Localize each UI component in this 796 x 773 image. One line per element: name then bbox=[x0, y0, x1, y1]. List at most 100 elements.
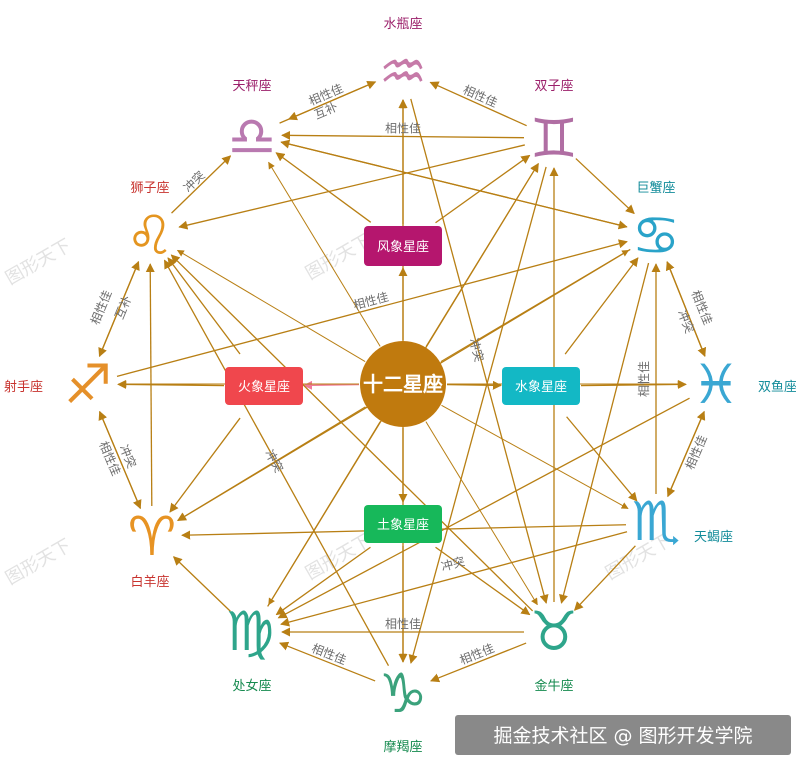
gemini-icon: ♊ bbox=[530, 107, 578, 170]
sign-aries-label: 白羊座 bbox=[130, 574, 169, 590]
link-scorpio-pisces bbox=[667, 410, 706, 497]
link-pisces-virgo bbox=[277, 397, 690, 619]
link-air-libra bbox=[275, 152, 372, 223]
element-air-box[interactable]: 风象星座 bbox=[364, 226, 442, 266]
sign-taurus-label: 金牛座 bbox=[534, 678, 573, 694]
watermark: 图形天下 bbox=[2, 235, 75, 289]
link-center-water bbox=[446, 380, 502, 390]
pisces-icon: ♓ bbox=[692, 353, 740, 416]
link-sagittarius-aries bbox=[99, 411, 142, 510]
link-virgo-aries bbox=[172, 556, 231, 612]
link-cancer-taurus bbox=[559, 262, 650, 604]
link-air-gemini bbox=[435, 154, 531, 224]
edge-label-taurus-virgo: 相性佳 bbox=[385, 617, 421, 631]
sign-virgo[interactable]: ♍ 处女座 bbox=[226, 600, 274, 694]
sign-aries[interactable]: ♈ 白羊座 bbox=[128, 505, 176, 590]
taurus-icon: ♉ bbox=[530, 600, 578, 663]
sign-sagittarius[interactable]: 射手座 ♐ bbox=[4, 353, 112, 416]
sign-libra-label: 天秤座 bbox=[232, 79, 271, 94]
virgo-icon: ♍ bbox=[226, 600, 274, 663]
link-earth-taurus bbox=[435, 546, 531, 616]
link-water-cancer bbox=[564, 257, 639, 355]
sign-leo-label: 狮子座 bbox=[130, 181, 169, 196]
edge-label-gemini-aquarius: 相性佳 bbox=[461, 83, 500, 111]
sign-virgo-label: 处女座 bbox=[232, 678, 271, 694]
edge-label-taurus-capricorn: 相性佳 bbox=[458, 641, 497, 667]
cancer-icon: ♋ bbox=[632, 204, 680, 267]
element-water-rect bbox=[502, 367, 580, 405]
link-gemini-cancer bbox=[575, 158, 635, 215]
center-node[interactable]: 十二星座 bbox=[360, 341, 446, 427]
element-earth-rect bbox=[364, 505, 442, 543]
link-sagittarius-cancer bbox=[116, 239, 628, 377]
link-fire-leo bbox=[167, 257, 241, 355]
sign-cancer[interactable]: 巨蟹座 ♋ bbox=[632, 181, 680, 267]
link-fire-sagittarius bbox=[117, 379, 225, 389]
sign-leo[interactable]: 狮子座 ♌ bbox=[126, 181, 174, 267]
sagittarius-icon: ♐ bbox=[64, 353, 112, 416]
link-pisces-cancer bbox=[665, 261, 706, 357]
element-earth-box[interactable]: 土象星座 bbox=[364, 505, 442, 543]
element-water-box[interactable]: 水象星座 bbox=[502, 367, 580, 405]
sign-capricorn-label: 摩羯座 bbox=[383, 739, 422, 755]
sign-sagittarius-label: 射手座 bbox=[4, 379, 43, 395]
link-center-taurus bbox=[425, 421, 538, 606]
sign-pisces[interactable]: ♓ 双鱼座 bbox=[692, 353, 796, 416]
link-gemini-aquarius bbox=[429, 81, 527, 127]
link-taurus-capricorn bbox=[430, 642, 527, 683]
link-water-pisces bbox=[580, 379, 687, 389]
sign-gemini[interactable]: 双子座 ♊ bbox=[530, 79, 578, 170]
link-fire-aries bbox=[169, 417, 241, 513]
element-fire-box[interactable]: 火象星座 bbox=[225, 367, 303, 405]
sign-scorpio[interactable]: ♏ 天蝎座 bbox=[632, 490, 733, 553]
link-scorpio-virgo bbox=[280, 531, 628, 627]
edge-label-scorpio-cancer: 相性佳 bbox=[637, 361, 651, 397]
edge-label-capricorn-leo: 冲突 bbox=[262, 447, 287, 475]
link-layer bbox=[98, 80, 707, 683]
link-center-scorpio bbox=[441, 404, 629, 509]
element-air-rect bbox=[364, 226, 442, 266]
credit-background bbox=[455, 715, 791, 755]
link-leo-libra bbox=[171, 155, 232, 214]
credit-banner: 掘金技术社区 @ 图形开发学院 bbox=[455, 715, 791, 755]
sign-libra[interactable]: 天秤座 ♎ bbox=[228, 79, 276, 168]
sign-aquarius[interactable]: 水瓶座 ♒ bbox=[379, 17, 427, 103]
sign-gemini-label: 双子座 bbox=[534, 79, 573, 94]
watermark: 图形天下 bbox=[2, 535, 75, 589]
link-capricorn-leo bbox=[163, 259, 390, 667]
link-libra-cancer bbox=[280, 141, 628, 230]
sign-scorpio-label: 天蝎座 bbox=[694, 530, 733, 545]
link-water-scorpio bbox=[566, 416, 638, 502]
scorpio-icon: ♏ bbox=[632, 490, 680, 553]
watermark: 图形天下 bbox=[302, 230, 375, 284]
link-leo-sagittarius bbox=[98, 261, 140, 358]
link-center-leo bbox=[176, 249, 366, 362]
edge-label-capricorn-virgo: 相性佳 bbox=[310, 641, 349, 667]
sign-aquarius-label: 水瓶座 bbox=[383, 17, 422, 32]
center-label: 十二星座 bbox=[363, 372, 443, 396]
link-aquarius-taurus bbox=[410, 98, 549, 604]
link-aquarius-libra bbox=[287, 85, 367, 121]
sign-capricorn[interactable]: ♑ 摩羯座 bbox=[379, 662, 427, 755]
link-earth-virgo bbox=[275, 546, 371, 616]
edge-label-scorpio-virgo: 冲突 bbox=[439, 553, 466, 574]
element-fire-label: 火象星座 bbox=[238, 380, 290, 395]
edge-label-leo-sagittarius: 互补 bbox=[112, 294, 134, 322]
sign-cancer-label: 巨蟹座 bbox=[636, 181, 675, 196]
link-scorpio-taurus bbox=[573, 545, 636, 611]
link-taurus-leo bbox=[170, 254, 534, 612]
sign-taurus[interactable]: ♉ 金牛座 bbox=[530, 600, 578, 694]
aquarius-icon: ♒ bbox=[379, 40, 427, 103]
element-water-label: 水象星座 bbox=[515, 380, 567, 395]
libra-icon: ♎ bbox=[228, 105, 276, 168]
edge-label-sagittarius-leo: 相性佳 bbox=[88, 288, 115, 327]
edge-label-aquarius-taurus: 冲突 bbox=[466, 336, 487, 363]
edge-label-leo-libra: 冲突 bbox=[180, 168, 208, 195]
element-fire-rect bbox=[225, 367, 303, 405]
link-capricorn-virgo bbox=[279, 641, 376, 682]
capricorn-icon: ♑ bbox=[379, 662, 427, 725]
center-circle bbox=[360, 341, 446, 427]
element-earth-label: 土象星座 bbox=[377, 518, 429, 533]
